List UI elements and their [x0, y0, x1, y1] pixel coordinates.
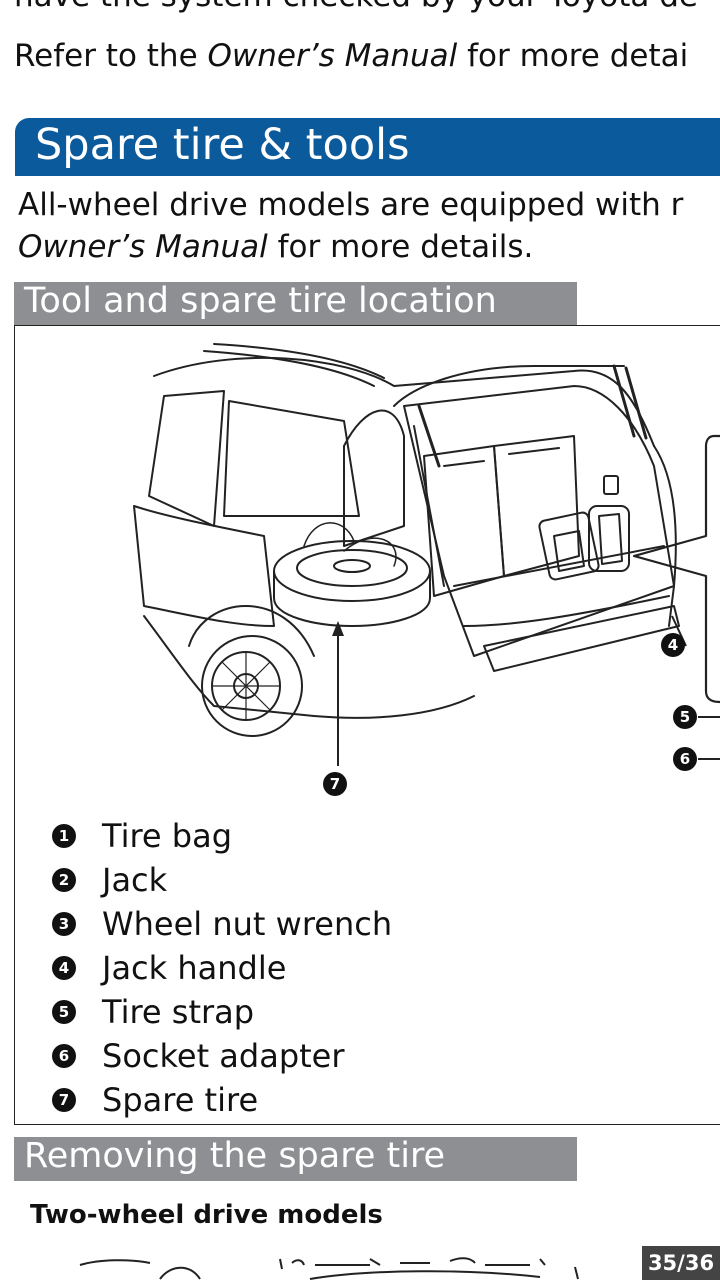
van-illustration	[133, 343, 720, 766]
legend-item: 4 Jack handle	[52, 946, 392, 990]
callout-5: 5	[673, 705, 697, 729]
cut-off-text-line: have the system checked by your Toyota d…	[14, 0, 698, 14]
legend-label: Wheel nut wrench	[102, 905, 393, 943]
manual-title: Owner’s Manual	[207, 38, 458, 74]
callout-6: 6	[673, 747, 697, 771]
callout-4: 4	[661, 633, 685, 657]
legend-number: 4	[52, 956, 76, 980]
page-indicator: 35/36	[642, 1246, 720, 1280]
callout-7: 7	[323, 772, 347, 796]
legend-number: 2	[52, 868, 76, 892]
legend-item: 7 Spare tire	[52, 1078, 392, 1122]
subsection-header-tool-location: Tool and spare tire location	[14, 281, 577, 326]
legend-number: 1	[52, 824, 76, 848]
intro-line-2: Owner’s Manual for more details.	[18, 226, 683, 268]
subsection-header-removing-spare: Removing the spare tire	[14, 1136, 577, 1181]
refer-suffix: for more detai	[457, 38, 689, 74]
legend-label: Spare tire	[102, 1081, 259, 1119]
section-header-bar: Spare tire & tools	[15, 118, 720, 176]
manual-title: Owner’s Manual	[18, 229, 268, 265]
legend-number: 6	[52, 1044, 76, 1068]
legend-item: 3 Wheel nut wrench	[52, 902, 392, 946]
subsection-title: Removing the spare tire	[24, 1136, 446, 1176]
legend-label: Tire strap	[102, 993, 255, 1031]
refer-manual-text: Refer to the Owner’s Manual for more det…	[14, 38, 688, 74]
tool-legend: 1 Tire bag 2 Jack 3 Wheel nut wrench 4 J…	[52, 814, 392, 1122]
refer-prefix: Refer to the	[14, 38, 208, 74]
section-title: Spare tire & tools	[35, 120, 410, 170]
section-intro-text: All-wheel drive models are equipped with…	[18, 184, 683, 268]
model-label: Two-wheel drive models	[30, 1200, 383, 1230]
removal-illustration-partial	[79, 1257, 579, 1280]
legend-item: 5 Tire strap	[52, 990, 392, 1034]
legend-number: 7	[52, 1088, 76, 1112]
legend-label: Socket adapter	[102, 1037, 345, 1075]
intro-line-2-suffix: for more details.	[267, 229, 534, 265]
legend-item: 6 Socket adapter	[52, 1034, 392, 1078]
legend-number: 3	[52, 912, 76, 936]
intro-line-1: All-wheel drive models are equipped with…	[18, 187, 684, 223]
legend-item: 1 Tire bag	[52, 814, 392, 858]
figure-box	[14, 325, 720, 1125]
legend-label: Jack handle	[102, 949, 287, 987]
legend-number: 5	[52, 1000, 76, 1024]
legend-item: 2 Jack	[52, 858, 392, 902]
legend-label: Jack	[102, 861, 168, 899]
legend-label: Tire bag	[102, 817, 232, 855]
subsection-title: Tool and spare tire location	[24, 281, 497, 321]
